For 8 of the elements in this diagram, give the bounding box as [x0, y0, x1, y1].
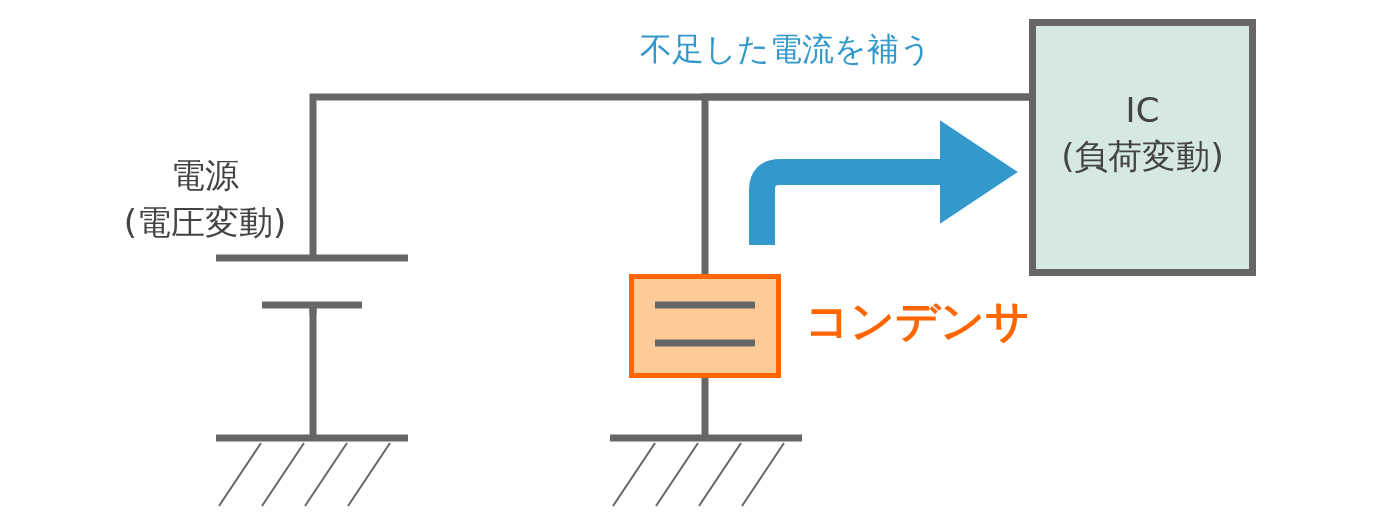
voltage-note: (電圧変動) — [122, 201, 288, 244]
wire — [701, 93, 1029, 274]
ic-box — [1029, 19, 1256, 276]
load-note: (負荷変動) — [1061, 134, 1224, 178]
capacitor-label: コンデンサ — [805, 294, 1030, 348]
power-source-label: 電源 — [170, 154, 240, 197]
current-note: 不足した電流を補う — [640, 29, 932, 70]
ic-label: IC — [1125, 88, 1160, 132]
